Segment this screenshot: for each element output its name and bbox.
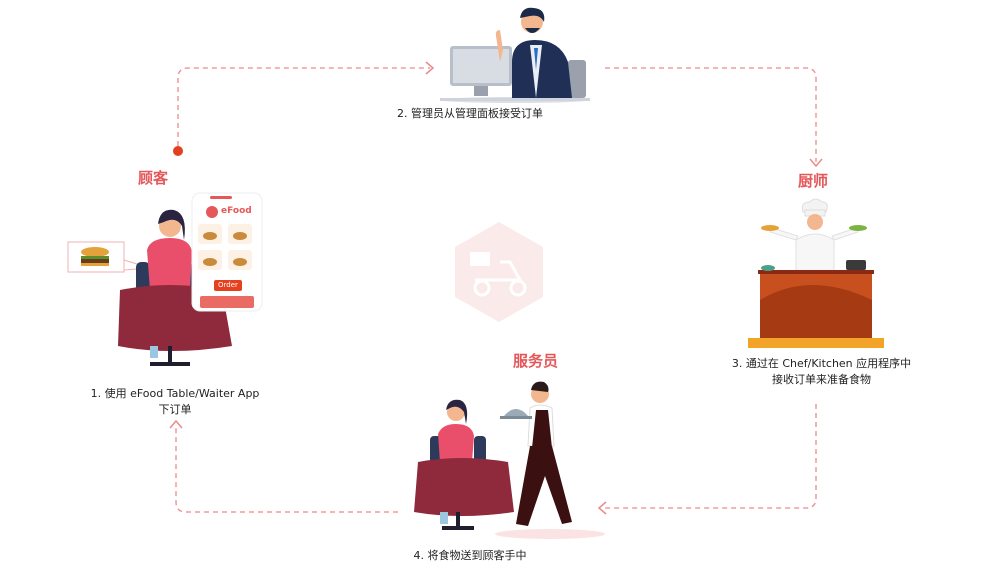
role-customer: 顾客 xyxy=(138,169,169,187)
connector-chef-to-waiter xyxy=(602,404,817,509)
admin-illustration xyxy=(440,7,590,103)
phone-illustration xyxy=(191,192,263,312)
step-1-line-1: 1. 使用 eFood Table/Waiter App xyxy=(90,387,260,400)
connector-waiter-to-customer xyxy=(175,424,398,513)
arrow-up-icon xyxy=(169,419,183,429)
chef-illustration xyxy=(748,198,884,348)
waiter-illustration xyxy=(414,381,605,539)
connector-customer-to-admin xyxy=(177,67,430,146)
center-scooter-logo xyxy=(455,222,543,322)
step-3-line-1: 3. 通过在 Chef/Kitchen 应用程序中 xyxy=(731,357,912,370)
step-2-text: 2. 管理员从管理面板接受订单 xyxy=(397,107,543,120)
phone-brand-label: eFood xyxy=(221,206,252,216)
step-1-line-2: 下订单 xyxy=(158,403,192,416)
arrow-right-icon xyxy=(425,61,435,75)
role-chef: 厨师 xyxy=(798,172,829,190)
step-4-label: 4. 将食物送到顾客手中 xyxy=(400,548,540,564)
connector-admin-to-chef xyxy=(605,67,817,162)
step-4-text: 4. 将食物送到顾客手中 xyxy=(413,549,527,562)
step-3-label: 3. 通过在 Chef/Kitchen 应用程序中 接收订单来准备食物 xyxy=(724,356,919,388)
step-2-label: 2. 管理员从管理面板接受订单 xyxy=(380,106,560,122)
step-3-line-2: 接收订单来准备食物 xyxy=(772,373,871,386)
role-waiter: 服务员 xyxy=(513,352,559,370)
arrow-left-icon xyxy=(597,501,607,515)
start-dot xyxy=(173,146,183,156)
phone-order-button: Order xyxy=(218,281,238,289)
step-1-label: 1. 使用 eFood Table/Waiter App 下订单 xyxy=(80,386,270,418)
arrow-down-icon xyxy=(809,158,823,168)
